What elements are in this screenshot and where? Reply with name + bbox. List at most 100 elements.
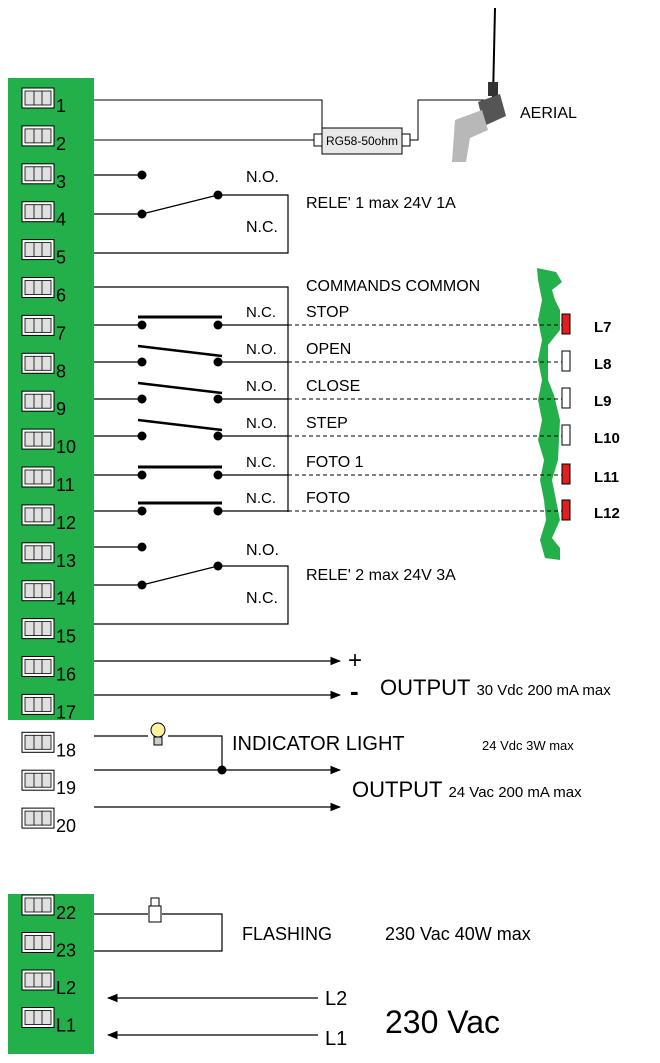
input-name-label: STOP	[306, 304, 349, 321]
terminal-screw	[21, 201, 55, 223]
terminal-number: 6	[56, 286, 66, 306]
relay2-nc-dot	[213, 561, 223, 571]
terminal-screw	[21, 352, 55, 374]
output-dc-plus: +	[348, 647, 362, 674]
indicator-junction-dot	[217, 765, 227, 775]
led-indicator	[561, 463, 571, 485]
terminal-screw	[21, 277, 55, 298]
terminal-number: 11	[56, 475, 75, 495]
terminal-number: 3	[56, 172, 66, 192]
contact-type-label: N.O.	[246, 378, 277, 395]
led-indicator	[561, 313, 571, 335]
terminal-number: L2	[56, 978, 76, 998]
led-label: L11	[594, 469, 619, 486]
terminal-screw	[21, 390, 55, 412]
terminal-number: 19	[56, 778, 76, 798]
contact-dot	[137, 506, 147, 516]
mains-voltage-label: 230 Vac	[385, 1004, 500, 1040]
input-name-label: CLOSE	[306, 378, 360, 395]
terminal-number: 4	[56, 210, 66, 230]
led-label: L12	[594, 505, 620, 522]
terminal-number: 2	[56, 134, 66, 154]
led-indicator	[561, 350, 571, 372]
terminal-screw	[21, 807, 55, 829]
contact-type-label: N.C.	[246, 490, 276, 507]
terminal-number: L1	[56, 1016, 76, 1036]
contact-type-label: N.C.	[246, 454, 276, 471]
flashing-lamp-icon	[148, 897, 162, 923]
terminal-screw	[21, 466, 55, 488]
terminal-screw	[21, 656, 55, 677]
terminal-screw	[21, 504, 55, 526]
terminal-number: 8	[56, 361, 66, 381]
relay1-wiring	[94, 174, 289, 254]
indicator-label: INDICATOR LIGHT	[232, 733, 405, 755]
commands-common-label: COMMANDS COMMON	[306, 278, 480, 295]
terminal-screw	[21, 618, 55, 640]
terminal-screw	[21, 314, 55, 336]
terminal-screw	[21, 1007, 55, 1028]
relay2-common-dot	[137, 580, 147, 590]
input-name-label: OPEN	[306, 341, 351, 358]
terminal-number: 18	[56, 740, 76, 760]
terminal-number: 12	[56, 513, 76, 533]
contact-dot	[137, 394, 147, 404]
led-panel	[537, 268, 562, 560]
terminal-screw	[21, 542, 55, 564]
relay1-common-dot	[137, 209, 147, 219]
output-dc-minus: -	[350, 676, 359, 706]
input-name-label: STEP	[306, 415, 348, 432]
terminal-screw	[21, 894, 55, 916]
mains-l1-label: L1	[325, 1028, 347, 1050]
led-label: L10	[594, 430, 620, 447]
aerial-wiring	[94, 99, 490, 155]
contact-dot	[137, 320, 147, 330]
terminal-number: 1	[56, 96, 66, 116]
command-input-close: N.O. CLOSE L9	[94, 378, 612, 410]
relay2-wiring	[94, 546, 289, 625]
aerial-label: AERIAL	[520, 105, 577, 122]
relay1-no-dot	[137, 170, 147, 180]
terminal-number: 10	[56, 437, 76, 457]
relay2-nc-label: N.C.	[246, 590, 278, 607]
indicator-bulb-icon	[150, 722, 166, 746]
terminal-screw	[21, 580, 55, 602]
terminal-number: 22	[56, 903, 76, 923]
terminal-screw	[21, 731, 55, 753]
input-name-label: FOTO 1	[306, 454, 364, 471]
terminal-number: 16	[56, 665, 76, 685]
relay1-nc-label: N.C.	[246, 219, 278, 236]
relay2-no-dot	[137, 542, 147, 552]
terminal-number: 20	[56, 816, 76, 836]
aerial-cable-label: RG58-50ohm	[326, 134, 398, 148]
command-input-foto-1: N.C. FOTO 1 L11	[94, 454, 619, 486]
contact-type-label: N.O.	[246, 341, 277, 358]
terminal-screw	[21, 125, 55, 147]
indicator-spec: 24 Vdc 3W max	[482, 738, 574, 753]
terminal-number: 13	[56, 551, 76, 571]
relay1-label: RELE' 1 max 24V 1A	[306, 195, 456, 212]
flashing-label: FLASHING	[242, 924, 332, 944]
led-label: L9	[594, 393, 612, 410]
terminal-screw	[21, 932, 55, 953]
command-inputs: N.C.STOPL7N.O.OPENL8N.O.CLOSEL9N.O.STEPL…	[94, 304, 620, 522]
led-label: L7	[594, 319, 612, 336]
terminal-number: 17	[56, 702, 76, 722]
relay2-label: RELE' 2 max 24V 3A	[306, 567, 456, 584]
contact-dot	[137, 431, 147, 441]
terminal-screw	[21, 769, 55, 791]
led-indicator	[561, 499, 571, 521]
terminal-screw	[21, 163, 55, 185]
terminal-number: 23	[56, 941, 76, 961]
terminal-screw	[21, 693, 55, 715]
input-name-label: FOTO	[306, 490, 350, 507]
flashing-wiring	[94, 913, 223, 952]
flashing-spec: 230 Vac 40W max	[385, 924, 531, 944]
